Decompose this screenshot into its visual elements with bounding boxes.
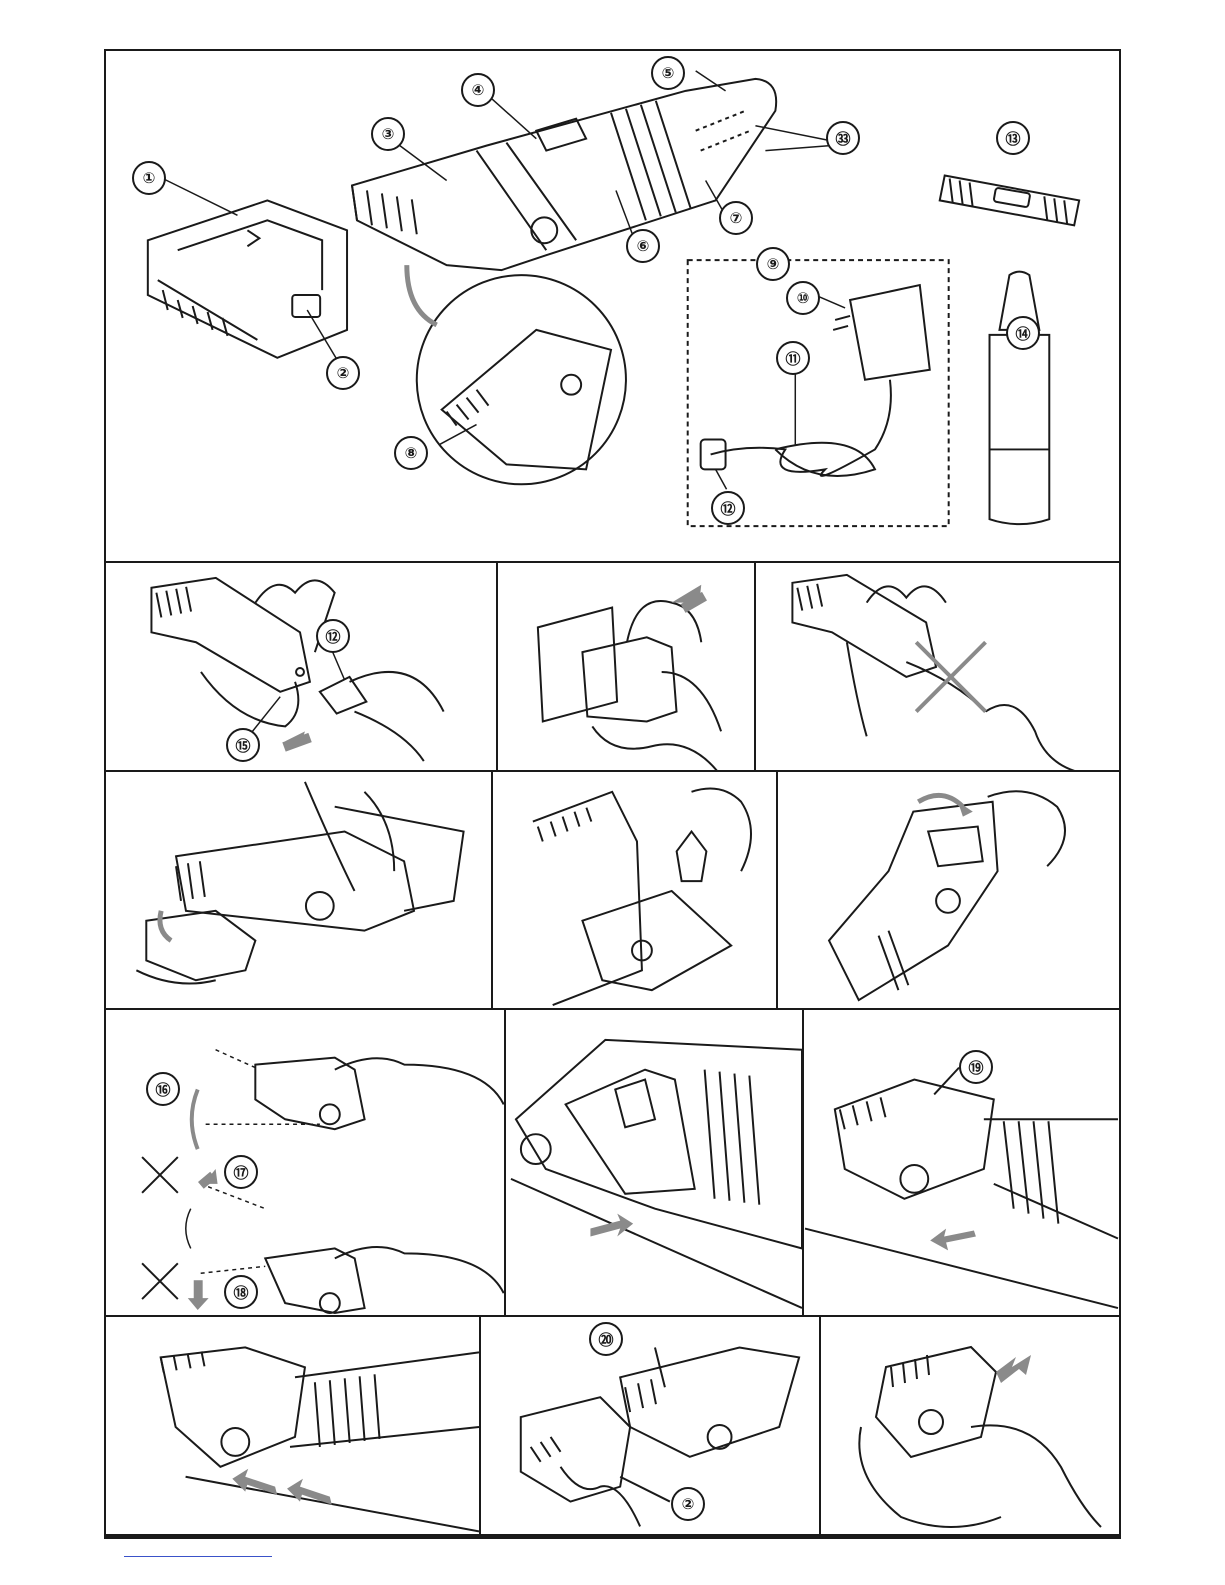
callout-2: ② xyxy=(326,356,360,390)
callout-18: ⑱ xyxy=(224,1275,258,1309)
oil-blade-step xyxy=(493,772,778,1008)
oil-blade-illustration xyxy=(493,772,776,1008)
no-pull-cord-illustration xyxy=(756,563,1119,770)
callout-15: ⑮ xyxy=(226,728,260,762)
slide-forward-illustration xyxy=(106,1317,479,1538)
charging-step-wall-socket xyxy=(498,563,756,770)
attachment-row: ⑳ ② xyxy=(106,1317,1119,1538)
callout-17: ⑰ xyxy=(224,1155,258,1189)
callout-8: ⑧ xyxy=(394,436,428,470)
attach-comb-illustration xyxy=(481,1317,819,1538)
attach-comb-step: ⑳ ② xyxy=(481,1317,821,1538)
callout-6: ⑥ xyxy=(626,229,660,263)
callout-10: ⑩ xyxy=(786,281,820,315)
callout-5: ⑤ xyxy=(651,56,685,90)
push-comb-step xyxy=(821,1317,1119,1538)
callout-1: ① xyxy=(132,161,166,195)
parts-overview-illustration xyxy=(106,51,1119,561)
manual-figure-frame: ① ② ③ ④ ⑤ ㉝ ⑥ ⑦ ⑧ ⑨ ⑩ ⑪ ⑫ ⑬ ⑭ xyxy=(104,49,1121,1536)
push-comb-illustration xyxy=(821,1317,1119,1538)
parts-overview-panel: ① ② ③ ④ ⑤ ㉝ ⑥ ⑦ ⑧ ⑨ ⑩ ⑪ ⑫ ⑬ ⑭ xyxy=(106,51,1119,563)
comb-check-step: ⑲ xyxy=(804,1010,1119,1315)
reattach-blade-step xyxy=(778,772,1119,1008)
bottom-rule xyxy=(104,1536,1121,1539)
callout-20: ⑳ xyxy=(589,1322,623,1356)
slide-lever-step xyxy=(506,1010,804,1315)
slide-forward-step xyxy=(106,1317,481,1538)
remove-blade-step xyxy=(106,772,493,1008)
angle-guide-step: ⑯ ⑰ ⑱ xyxy=(106,1010,506,1315)
callout-13: ⑬ xyxy=(996,121,1030,155)
length-adjustment-row: ⑯ ⑰ ⑱ xyxy=(106,1010,1119,1317)
callout-4: ④ xyxy=(461,73,495,107)
callout-11: ⑪ xyxy=(776,341,810,375)
blade-maintenance-row xyxy=(106,772,1119,1010)
remove-blade-illustration xyxy=(106,772,491,1008)
charging-step-connect: ⑫ ⑮ xyxy=(106,563,498,770)
footer-link-underline[interactable] xyxy=(124,1556,272,1557)
callout-19: ⑲ xyxy=(959,1050,993,1084)
callout-3: ③ xyxy=(371,117,405,151)
connect-plug-illustration xyxy=(106,563,496,770)
callout-9: ⑨ xyxy=(756,247,790,281)
callout-12: ⑫ xyxy=(316,619,350,653)
angle-guide-illustration xyxy=(106,1010,504,1315)
reattach-blade-illustration xyxy=(778,772,1119,1008)
callout-14: ⑭ xyxy=(1006,316,1040,350)
slide-lever-illustration xyxy=(506,1010,802,1315)
callout-33: ㉝ xyxy=(826,121,860,155)
callout-2: ② xyxy=(671,1487,705,1521)
callout-12: ⑫ xyxy=(711,491,745,525)
charging-step-no-pull-cord xyxy=(756,563,1119,770)
callout-7: ⑦ xyxy=(719,201,753,235)
wall-socket-illustration xyxy=(498,563,754,770)
charging-panel-row: ⑫ ⑮ xyxy=(106,563,1119,772)
callout-16: ⑯ xyxy=(146,1072,180,1106)
